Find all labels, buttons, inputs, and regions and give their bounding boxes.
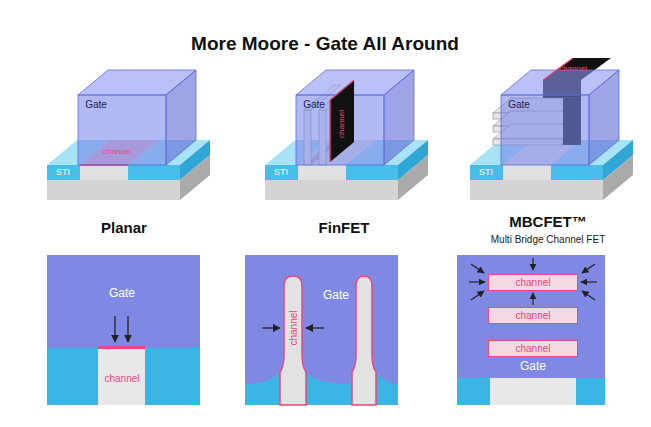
device-name: FinFET	[319, 220, 370, 237]
device-name: MBCFET™	[509, 214, 587, 231]
gate-label: Gate	[520, 360, 546, 373]
channel-label: channel	[104, 373, 139, 384]
gate-label: Gate	[85, 99, 107, 110]
channel-label: channel	[288, 310, 299, 345]
gate-label: Gate	[303, 99, 325, 110]
sti-label: STI	[274, 168, 288, 178]
device-subtitle: Multi Bridge Channel FET	[491, 234, 606, 245]
channel-box: channel	[488, 307, 578, 324]
planar-3d	[47, 70, 210, 200]
channel-label: channel	[338, 110, 347, 138]
channel-box: channel	[488, 274, 578, 291]
channel-label: channel	[559, 65, 587, 74]
channel-text: channel	[515, 343, 550, 354]
planar-cross-section	[47, 255, 200, 405]
finfet-cross-section	[245, 255, 398, 405]
gate-label: Gate	[109, 287, 135, 300]
mbcfet-cross-section	[457, 255, 605, 405]
title: More Moore - Gate All Around	[191, 34, 459, 55]
channel-box: channel	[488, 340, 578, 357]
gate-label: Gate	[323, 289, 349, 302]
device-name: Planar	[101, 220, 147, 237]
finfet-3d	[265, 70, 428, 200]
gate-label: Gate	[508, 99, 530, 110]
mbcfet-3d	[470, 58, 633, 200]
sti-label: STI	[479, 168, 493, 178]
channel-text: channel	[515, 277, 550, 288]
sti-label: STI	[56, 168, 70, 178]
channel-label: channel	[103, 148, 131, 157]
channel-text: channel	[515, 310, 550, 321]
